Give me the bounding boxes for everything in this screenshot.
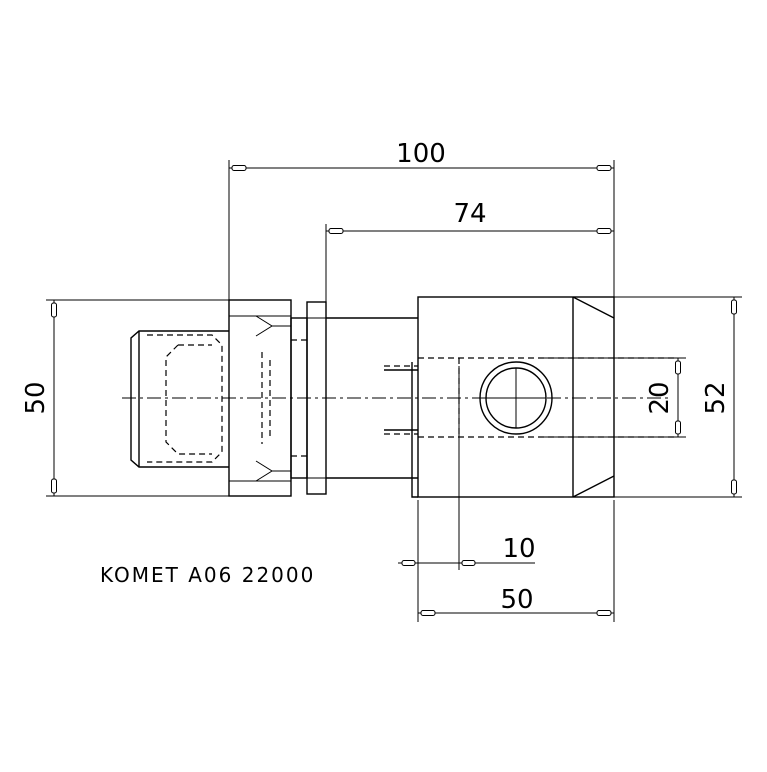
dim-label-10: 10: [502, 534, 535, 564]
dimension-holder-length: 74: [325, 199, 614, 302]
dimension-bore-offset: 10: [398, 366, 536, 622]
dim-label-52: 52: [701, 381, 731, 414]
boring-head-body: [384, 296, 675, 498]
part-number: KOMET A06 22000: [100, 563, 315, 587]
dimension-body-height: 52: [614, 296, 742, 498]
dimension-shank-diameter: 50: [21, 299, 229, 497]
dim-label-74: 74: [453, 199, 486, 229]
dimension-overall-length: 100: [228, 139, 615, 302]
dim-label-50-width: 50: [500, 585, 533, 615]
dimension-bore-diameter: 20: [540, 357, 686, 438]
dim-label-100: 100: [396, 139, 446, 169]
dim-label-50-shank: 50: [21, 381, 51, 414]
dimension-body-width: 50: [418, 500, 615, 622]
